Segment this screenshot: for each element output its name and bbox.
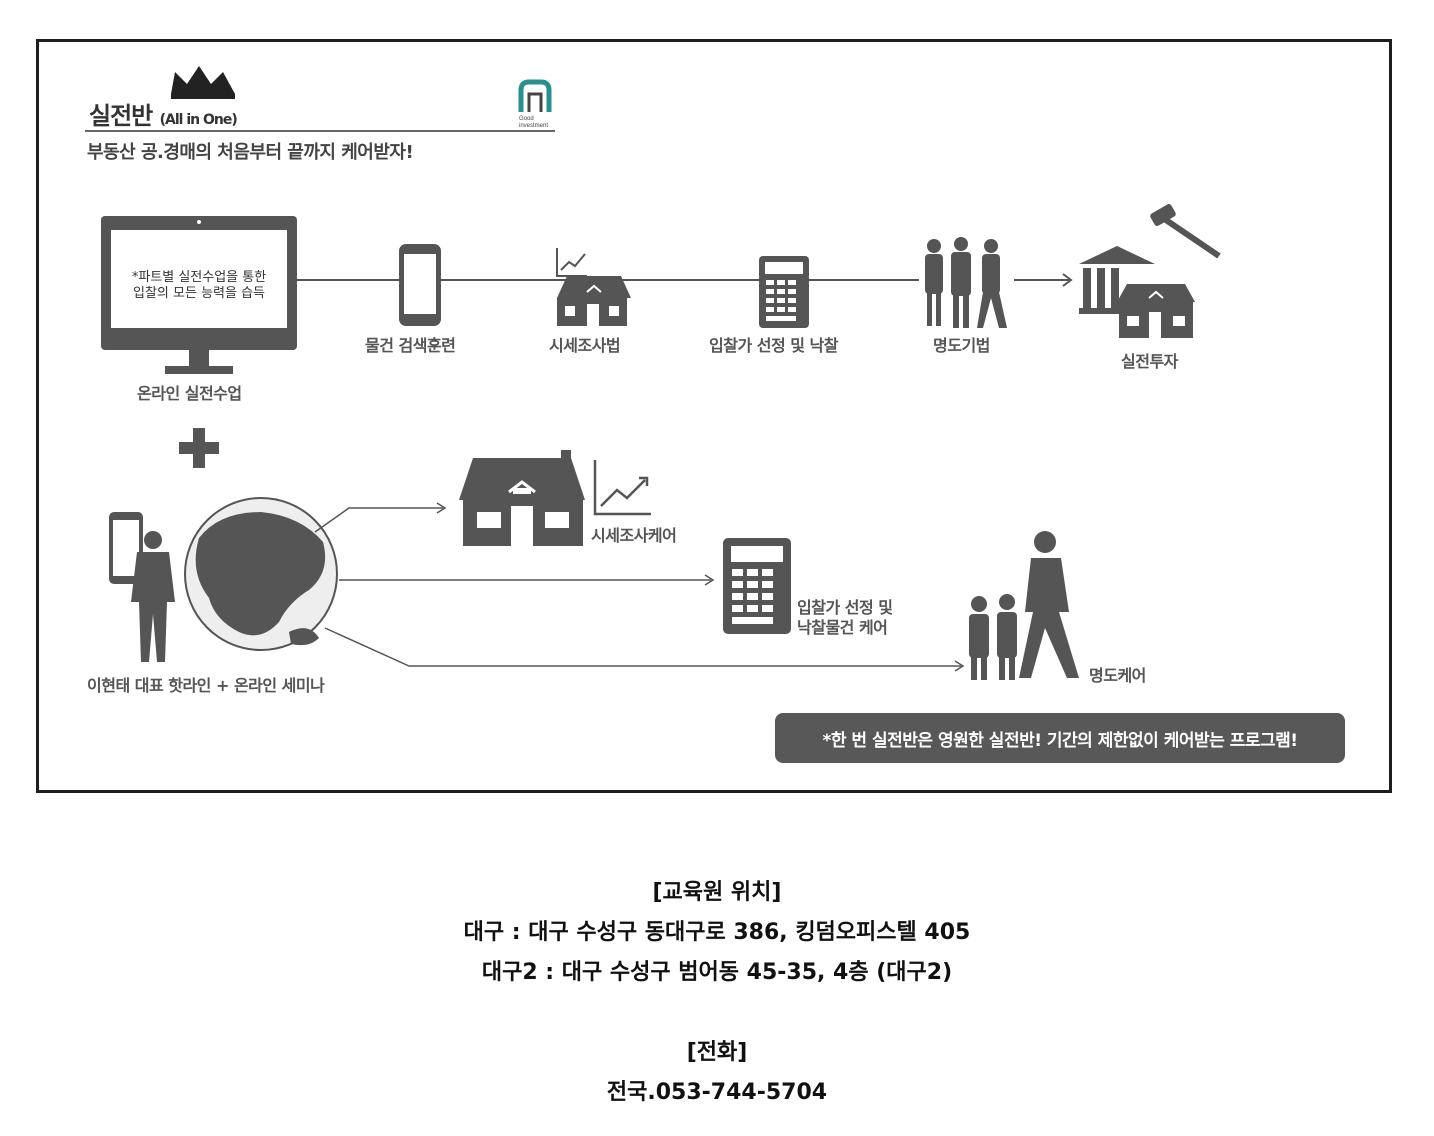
calculator-icon <box>759 256 809 328</box>
label-eviction-care: 명도케어 <box>1089 666 1146 685</box>
court-gavel-house-icon <box>1079 204 1221 338</box>
program-title: 실전반 (All in One) <box>89 96 238 131</box>
large-calculator-icon <box>723 538 791 634</box>
title-main: 실전반 <box>89 102 153 130</box>
logo-text-good: Good <box>519 116 534 122</box>
phone-number: 전국.053-744-5704 <box>606 1080 828 1105</box>
label-bid-care-line-2: 낙찰물건 케어 <box>797 618 888 637</box>
location-daegu: 대구 : 대구 수성구 동대구로 386, 킹덤오피스텔 405 <box>463 920 971 945</box>
infographic-graphics: Good investment <box>101 66 1221 680</box>
program-subtitle: 부동산 공.경매의 처음부터 끝까지 케어받자! <box>87 142 414 163</box>
label-market-research: 시세조사법 <box>549 336 621 355</box>
location-heading: [교육원 위치] <box>652 880 782 905</box>
crown-icon <box>171 66 235 99</box>
large-house-chart-icon <box>459 450 651 546</box>
smartphone-icon <box>399 244 441 326</box>
label-market-care: 시세조사케어 <box>591 526 677 545</box>
arrow-to-market-care <box>314 507 443 533</box>
phone-man-icon <box>109 512 175 662</box>
label-online-class: 온라인 실전수업 <box>137 384 242 403</box>
label-eviction-method: 명도기법 <box>933 336 990 355</box>
large-people-walking-icon <box>969 531 1079 680</box>
label-real-investment: 실전투자 <box>1121 352 1178 371</box>
monitor-text-line-1: *파트별 실전수업을 통한 <box>131 270 267 285</box>
arrow-to-evict-care <box>324 627 961 667</box>
label-bid-care: 입찰가 선정 및 낙찰물건 케어 <box>797 598 893 638</box>
people-group-icon <box>925 237 1007 328</box>
globe-icon <box>184 497 338 651</box>
good-investment-logo: Good investment <box>518 79 552 129</box>
plus-icon <box>179 428 219 468</box>
house-chart-icon <box>556 248 631 326</box>
label-hotline-seminar: 이현태 대표 핫라인 + 온라인 세미나 <box>87 676 325 695</box>
program-banner: *한 번 실전반은 영원한 실전반! 기간의 제한없이 케어받는 프로그램! <box>775 713 1345 763</box>
location-daegu-2: 대구2 : 대구 수성구 범어동 45-35, 4층 (대구2) <box>481 960 953 985</box>
phone-heading: [전화] <box>686 1040 748 1065</box>
monitor-icon <box>101 216 297 374</box>
label-bid-selection: 입찰가 선정 및 낙찰 <box>709 336 838 355</box>
title-suffix: (All in One) <box>159 112 238 128</box>
logo-text-investment: investment <box>519 123 548 129</box>
title-divider <box>85 130 555 132</box>
infographic-frame: 실전반 (All in One) 부동산 공.경매의 처음부터 끝까지 케어받자… <box>36 39 1392 793</box>
label-bid-care-line-1: 입찰가 선정 및 <box>797 598 893 617</box>
label-search-training: 물건 검색훈련 <box>365 336 456 355</box>
monitor-text-line-2: 입찰의 모든 능력을 습득 <box>133 286 265 301</box>
